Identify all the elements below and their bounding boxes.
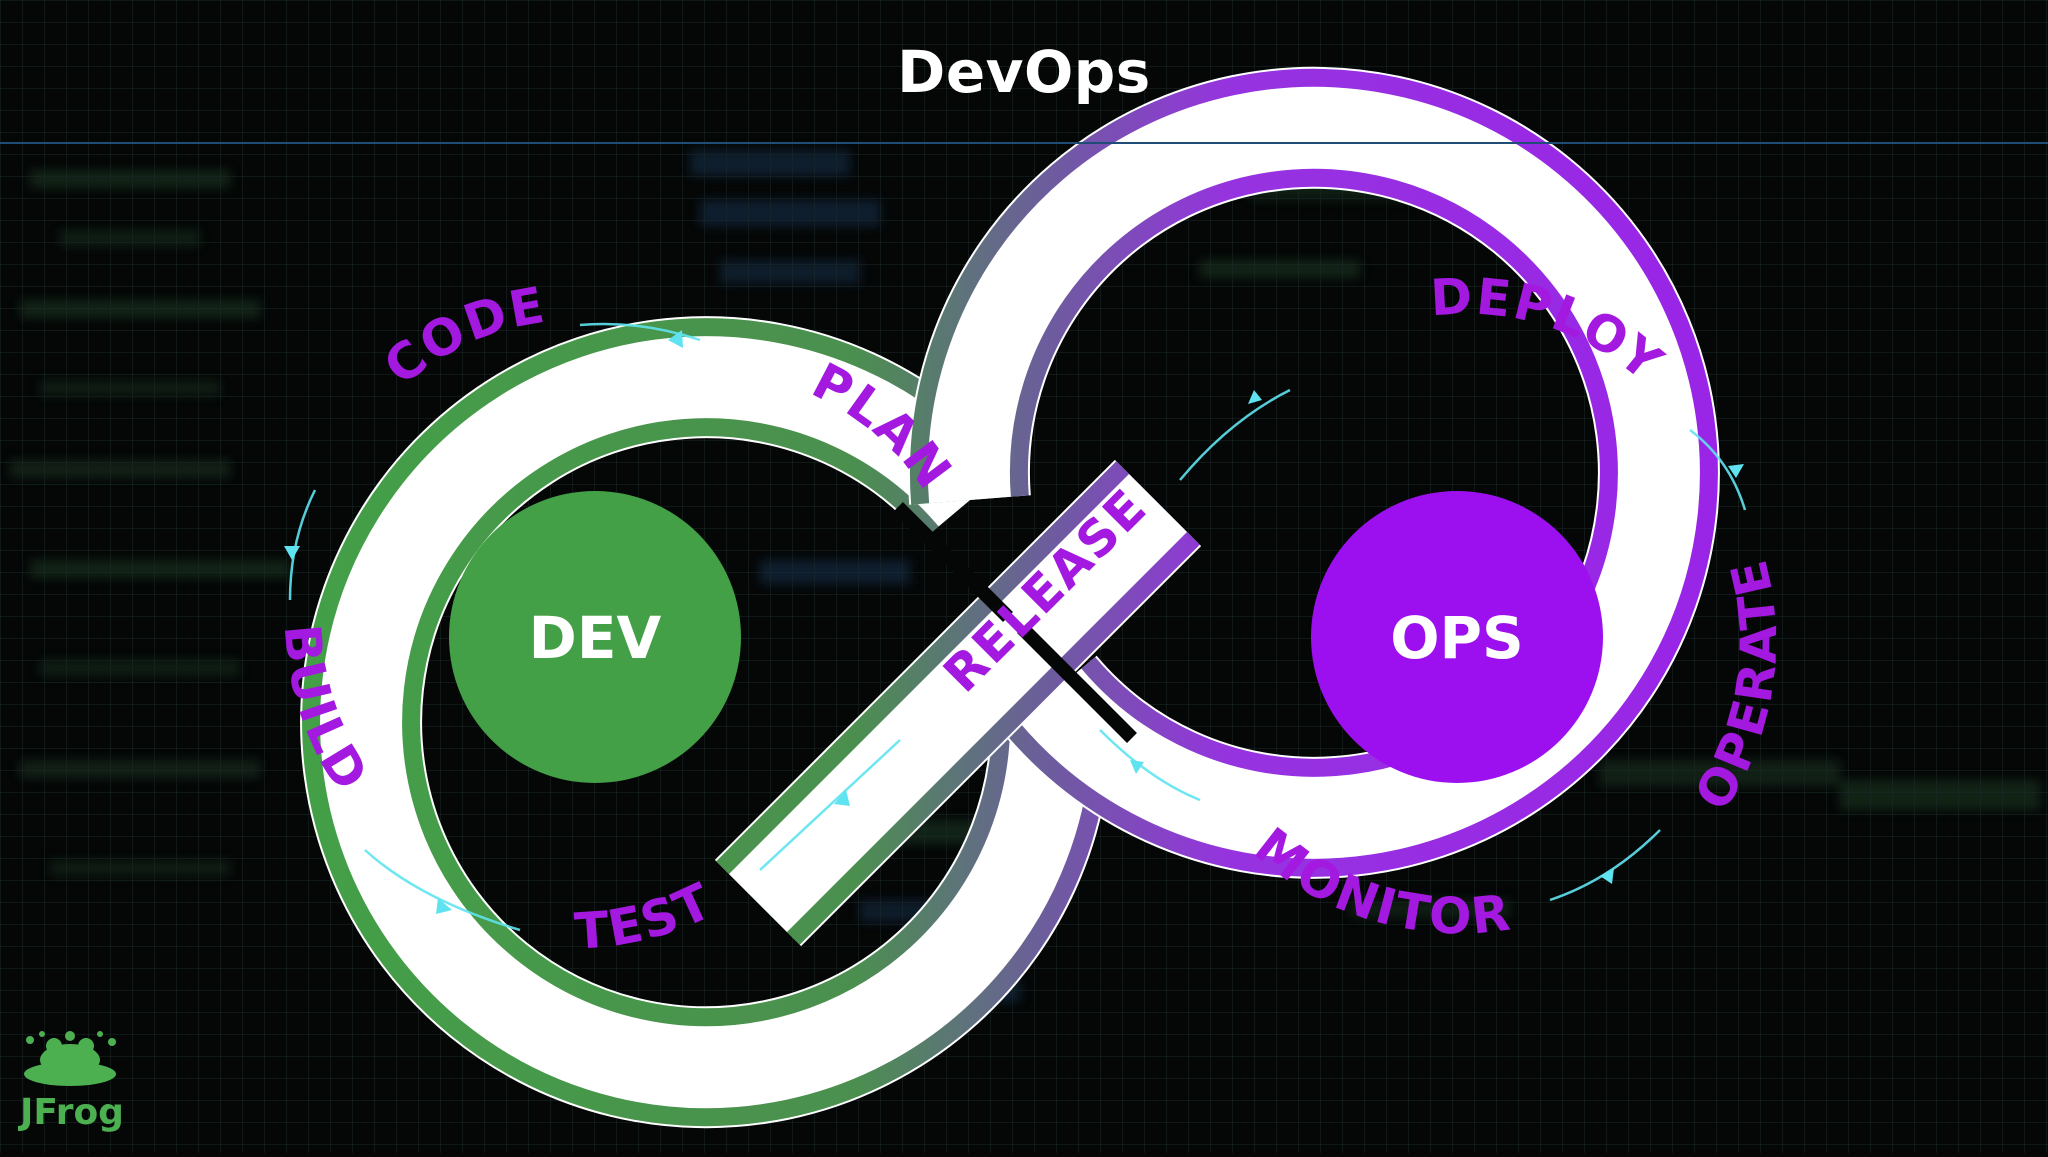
title-divider bbox=[0, 142, 2048, 144]
arrow-icon bbox=[436, 898, 452, 914]
arrow-icon bbox=[1728, 464, 1744, 478]
arrow-icon bbox=[284, 546, 300, 560]
arrow-icon bbox=[1248, 390, 1262, 404]
infinity-loop bbox=[300, 66, 1720, 1129]
ops-hub: OPS bbox=[1311, 491, 1603, 783]
arrow-icon bbox=[668, 330, 683, 348]
dev-hub-label: DEV bbox=[529, 604, 662, 672]
frog-splash-icon bbox=[24, 1031, 116, 1086]
dev-hub: DEV bbox=[449, 491, 741, 783]
arrow-heads bbox=[284, 330, 1744, 914]
arrow-icon bbox=[834, 790, 850, 806]
ops-hub-label: OPS bbox=[1390, 604, 1524, 672]
jfrog-logo-text: JFrog bbox=[17, 1092, 124, 1133]
arrow-icon bbox=[1130, 760, 1144, 774]
arrow-icon bbox=[1600, 868, 1614, 884]
jfrog-logo: JFrog bbox=[17, 1031, 124, 1133]
flow-arrows bbox=[288, 322, 1747, 932]
page-title: DevOps bbox=[897, 38, 1151, 106]
